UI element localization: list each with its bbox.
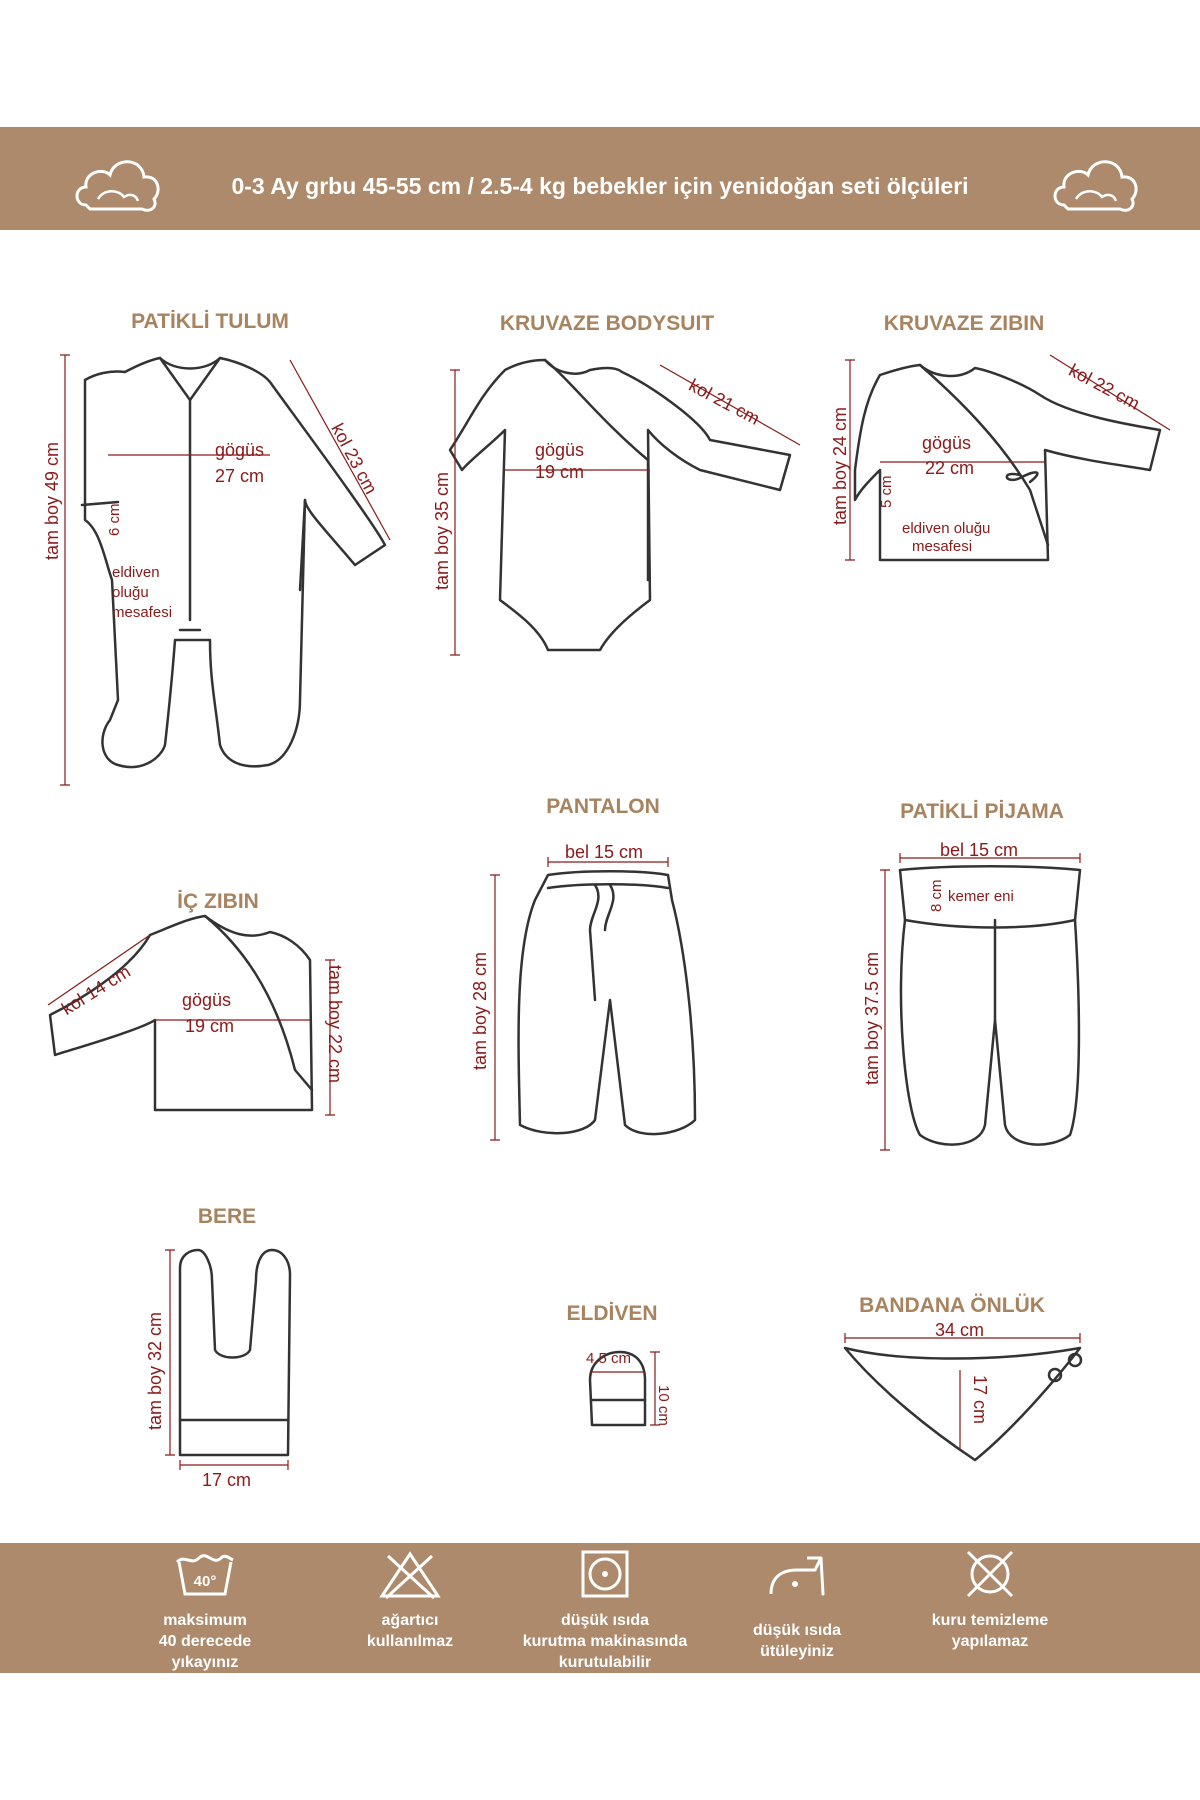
bere-length: tam boy 32 cm: [145, 1311, 165, 1430]
ic-zibin-chest-word: gögüs: [182, 990, 232, 1010]
patikli-tulum-chest: 27 cm: [215, 466, 265, 486]
pantalon-waist: bel 15 cm: [565, 842, 644, 862]
patikli-tulum-mitten-line3: mesafesi: [112, 604, 173, 621]
kruvaze-bodysuit-chest: 19 cm: [535, 462, 585, 482]
eldiven-width: 4.5 cm: [586, 1350, 632, 1367]
kruvaze-zibin-chest-word: gögüs: [922, 433, 972, 453]
title-eldiven: ELDİVEN: [566, 1302, 658, 1325]
patikli-tulum-chest-word: gögüs: [215, 440, 265, 460]
header-title: 0-3 Ay grbu 45-55 cm / 2.5-4 kg bebekler…: [231, 173, 969, 199]
bandana-width: 34 cm: [935, 1320, 985, 1340]
care-item-dryclean: [890, 1550, 1090, 1605]
kruvaze-zibin-mitten-line2: mesafesi: [912, 538, 973, 555]
bere-width: 17 cm: [202, 1470, 252, 1490]
patikli-tulum-mitten: 6 cm: [106, 503, 123, 536]
cloud-baby-icon: [75, 160, 160, 212]
title-ic-zibin: İÇ ZIBIN: [177, 890, 259, 913]
cloud-baby-icon: [1053, 160, 1138, 212]
care-item-iron: [697, 1550, 897, 1605]
wash-40-icon: 40°: [175, 1554, 234, 1596]
kruvaze-zibin-mitten: 5 cm: [878, 475, 895, 508]
no-dry-clean-icon: [966, 1550, 1014, 1598]
title-kruvaze-zibin: KRUVAZE ZIBIN: [883, 312, 1045, 335]
no-bleach-icon: [379, 1551, 441, 1600]
care-item-bleach: [310, 1550, 510, 1605]
patikli-pijama-waist: bel 15 cm: [940, 840, 1019, 860]
ic-zibin-chest: 19 cm: [185, 1016, 235, 1036]
title-patikli-pijama: PATİKLİ PİJAMA: [900, 800, 1064, 823]
care-item-dry: [505, 1550, 705, 1605]
title-kruvaze-bodysuit: KRUVAZE BODYSUIT: [499, 312, 715, 335]
tumble-dry-low-icon: [581, 1550, 629, 1598]
title-bere: BERE: [197, 1205, 257, 1228]
kruvaze-zibin-chest: 22 cm: [925, 458, 975, 478]
patikli-tulum-length: tam boy 49 cm: [42, 441, 62, 560]
patikli-pijama-belt: 8 cm: [928, 879, 945, 912]
patikli-tulum-mitten-line2: oluğu: [112, 584, 149, 601]
title-pantalon: PANTALON: [546, 795, 660, 818]
pantalon-length: tam boy 28 cm: [470, 951, 490, 1070]
kruvaze-zibin-length: tam boy 24 cm: [830, 406, 850, 525]
kruvaze-bodysuit-chest-word: gögüs: [535, 440, 585, 460]
ic-zibin-length: tam boy 22 cm: [325, 965, 345, 1084]
svg-text:40°: 40°: [194, 1573, 217, 1590]
bandana-length: 17 cm: [970, 1375, 990, 1425]
kruvaze-bodysuit-length: tam boy 35 cm: [432, 471, 452, 590]
header-band: [0, 127, 1200, 230]
patikli-pijama-length: tam boy 37.5 cm: [862, 951, 882, 1085]
title-patikli-tulum: PATİKLİ TULUM: [131, 310, 289, 333]
title-bandana: BANDANA ÖNLÜK: [859, 1294, 1045, 1317]
iron-low-icon: [769, 1556, 825, 1596]
care-item-wash: 40°: [105, 1550, 305, 1605]
patikli-pijama-belt-label: kemer eni: [948, 888, 1014, 905]
kruvaze-zibin-mitten-line1: eldiven oluğu: [902, 520, 991, 537]
patikli-tulum-mitten-line1: eldiven: [112, 564, 160, 581]
eldiven-length: 10 cm: [655, 1385, 672, 1426]
